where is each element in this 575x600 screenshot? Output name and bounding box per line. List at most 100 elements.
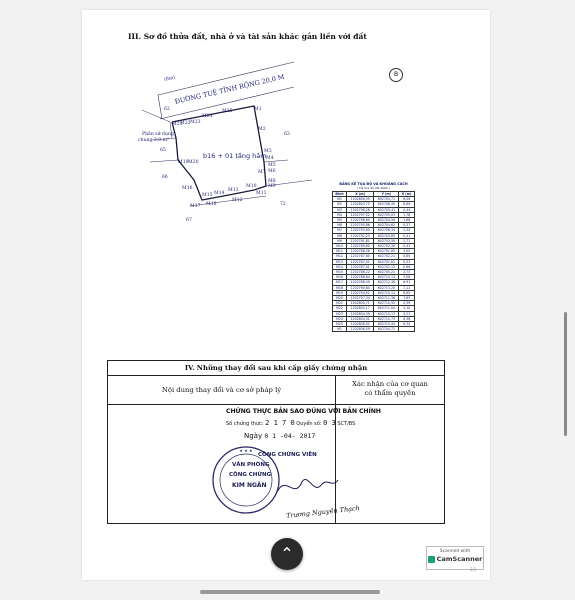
marker-m4: M4	[266, 156, 274, 161]
camscanner-brand: CamScanner	[436, 555, 483, 563]
neighbor-67: 67	[186, 218, 192, 223]
coord-cell: 602704,71	[373, 326, 400, 333]
marker-m8: M8	[268, 179, 276, 184]
coord-cell: 602703,59	[373, 237, 400, 245]
coord-cell: 1202804,17	[345, 305, 375, 312]
marker-m6: M6	[268, 169, 276, 174]
section4-divider	[335, 403, 336, 523]
book-suffix: SCT/BS	[337, 421, 356, 427]
coord-header-cell: Y (m)	[373, 190, 400, 198]
coord-table-subtitle: ( Hệ tọa độ VN 2000 )	[357, 186, 390, 190]
coord-cell: 602710,11	[373, 289, 400, 297]
coord-table-title: BẢNG KÊ TỌA ĐỘ VÀ KHOẢNG CÁCH	[339, 182, 408, 186]
marker-m7: M7	[258, 170, 266, 175]
marker-m1: M1	[254, 107, 262, 112]
neighbor-72: 72	[280, 202, 286, 207]
shared-area-note-2: chung 3,0 m²	[138, 138, 169, 143]
coord-cell: 602710,13	[373, 274, 400, 281]
seal-line3: KIM NGÂN	[232, 482, 267, 489]
coord-cell: 0,66	[398, 263, 415, 271]
coord-cell: 1202787,41	[345, 258, 375, 265]
coord-cell: 602704,62	[373, 222, 400, 229]
coord-cell: 602712,36	[373, 279, 400, 286]
shared-area-note-1: Phần sử dụng	[142, 132, 174, 137]
coord-cell: 602710,17	[373, 310, 400, 317]
certification-stamp-area: CHỨNG THỰC BẢN SAO ĐÚNG VỚI BẢN CHÍNH Số…	[108, 404, 444, 523]
marker-m15: M15	[202, 193, 213, 198]
north-compass-icon: B	[389, 68, 403, 82]
section4-table: IV. Những thay đổi sau khi cấp giấy chứn…	[107, 360, 445, 524]
coord-cell	[398, 326, 415, 333]
coord-cell: 602703,85	[373, 232, 400, 239]
marker-m17: M17	[190, 204, 201, 209]
certification-number-line: Số chứng thực: 2 1 7 0 Quyển số: 0 3 SCT…	[226, 419, 355, 427]
coord-cell: 0,85	[398, 253, 415, 260]
marker-m5: M5	[268, 163, 276, 168]
coord-cell: 1202806,59	[345, 326, 375, 333]
svg-text:★ ★ ★: ★ ★ ★	[239, 448, 253, 453]
marker-m16: M16	[182, 186, 193, 191]
notary-title: CÔNG CHỨNG VIÊN	[258, 452, 317, 458]
coord-cell: 6,06	[398, 196, 415, 203]
parcel-label: b16 + 01 tầng hầm	[203, 152, 267, 160]
coord-cell: 0,33	[398, 258, 415, 265]
coord-cell: 602710,95	[373, 300, 400, 307]
coord-cell: 0,39	[398, 300, 415, 307]
section4-col-right: Xác nhận của cơ quan có thẩm quyền	[336, 376, 444, 404]
camscanner-logo-icon	[427, 555, 435, 563]
compass-letter: B	[393, 71, 399, 78]
marker-m25: M25	[222, 109, 233, 114]
coord-cell: 1202800,71	[345, 300, 375, 307]
marker-m9: M9	[268, 184, 276, 189]
scroll-up-button[interactable]: ⌃	[271, 538, 303, 570]
notary-seal-icon: ★ ★ ★	[212, 446, 280, 514]
coord-cell: 1202795,86	[345, 222, 375, 229]
coord-cell: 1202788,64	[345, 274, 375, 281]
certification-date-line: Ngày 0 1 -04- 2017	[244, 432, 315, 440]
scrollbar[interactable]	[564, 312, 567, 436]
coord-cell: 1202806,59	[345, 196, 375, 203]
coord-cell: 602711,04	[373, 305, 400, 312]
coord-cell: 1202794,52	[345, 289, 375, 297]
number-value: 2 1 7 0	[265, 419, 295, 427]
coord-cell: 1202786,22	[345, 269, 375, 276]
coord-cell: 602702,13	[373, 263, 400, 271]
coord-cell: 602706,34	[373, 227, 400, 234]
section4-col-right-line2: có thẩm quyền	[364, 389, 416, 397]
coord-cell: 6,34	[398, 321, 415, 328]
coord-cell: 602704,56	[373, 216, 400, 224]
section4-header-row: Nội dung thay đổi và cơ sở pháp lý Xác n…	[108, 376, 444, 405]
coord-cell: 602705,03	[373, 211, 400, 219]
coord-cell: 3,05	[398, 248, 415, 255]
section3-title: III. Sơ đồ thửa đất, nhà ở và tài sản kh…	[128, 32, 367, 41]
marker-m19: M19	[178, 160, 189, 165]
home-indicator[interactable]	[200, 590, 380, 594]
marker-m18: M18	[206, 202, 217, 207]
coord-cell: 602704,71	[373, 196, 400, 203]
date-label: Ngày	[244, 432, 263, 440]
marker-m3: M3	[264, 149, 272, 154]
coord-cell: 2,71	[398, 237, 415, 245]
camscanner-watermark: Scanned with CamScanner	[426, 546, 484, 570]
land-plot-sketch	[141, 61, 313, 207]
coord-cell: 1202787,41	[345, 263, 375, 271]
coord-cell: 0,41	[398, 243, 415, 250]
marker-m11: M11	[256, 191, 267, 196]
coord-cell: 1202804,39	[345, 310, 375, 317]
coord-cell: 3,10	[398, 305, 415, 312]
